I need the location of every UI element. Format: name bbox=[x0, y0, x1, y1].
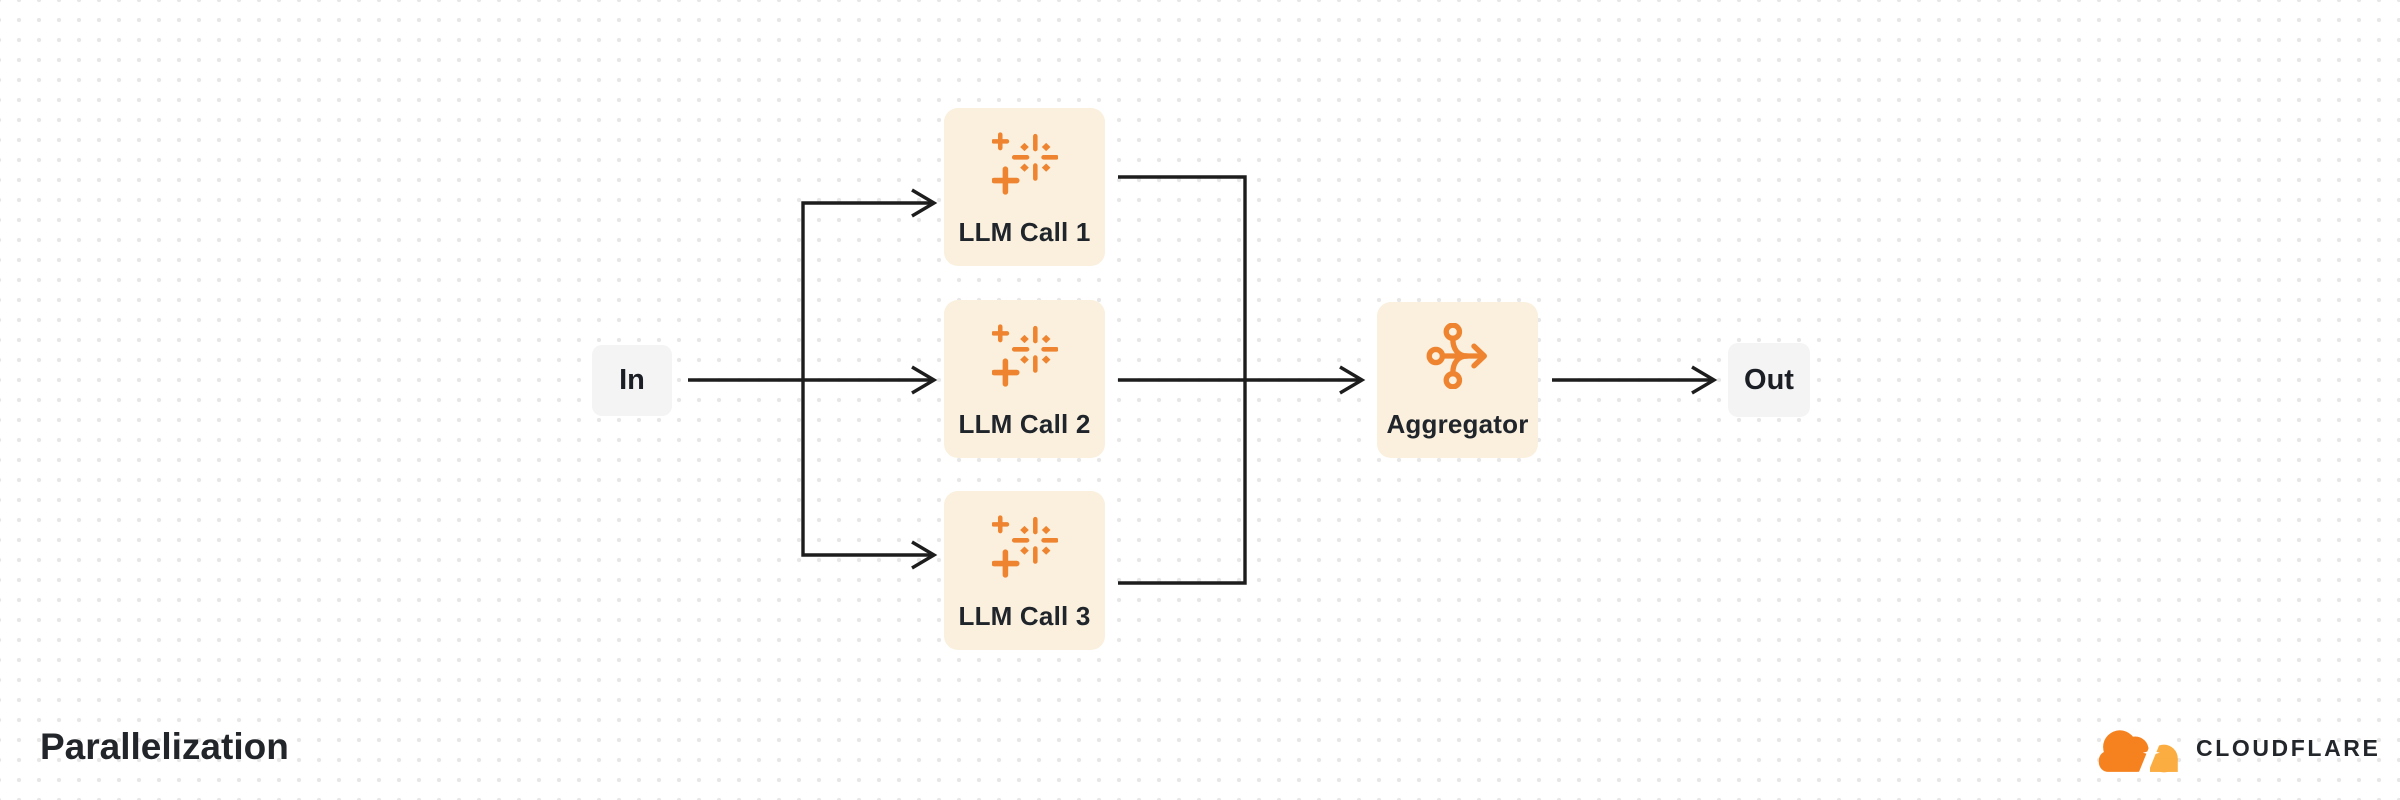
node-llm-call-2: LLM Call 2 bbox=[944, 300, 1105, 458]
arrowhead-aggregator bbox=[1339, 365, 1366, 395]
sparkle-icon bbox=[992, 322, 1058, 388]
aggregator-icon-area bbox=[1377, 302, 1538, 409]
llm-call-2-icon-area bbox=[944, 300, 1105, 409]
node-llm-call-3: LLM Call 3 bbox=[944, 491, 1105, 650]
node-llm-call-1: LLM Call 1 bbox=[944, 108, 1105, 266]
merge-icon bbox=[1425, 323, 1491, 389]
cloudflare-logo: CLOUDFLARE bbox=[2094, 722, 2380, 774]
cloudflare-wordmark: CLOUDFLARE bbox=[2196, 734, 2381, 761]
arrowhead-llm2 bbox=[911, 365, 938, 395]
node-in-label: In bbox=[619, 364, 645, 396]
llm-call-1-icon-area bbox=[944, 108, 1105, 217]
node-llm-call-3-label: LLM Call 3 bbox=[958, 601, 1091, 631]
node-llm-call-1-label: LLM Call 1 bbox=[958, 217, 1091, 247]
sparkle-icon bbox=[992, 513, 1058, 579]
node-aggregator: Aggregator bbox=[1377, 302, 1538, 458]
node-in: In bbox=[592, 345, 672, 416]
arrowhead-llm1 bbox=[911, 188, 938, 218]
cloudflare-cloud-icon bbox=[2098, 725, 2178, 773]
node-llm-call-2-label: LLM Call 2 bbox=[958, 409, 1091, 439]
node-out: Out bbox=[1728, 343, 1810, 417]
arrowhead-out bbox=[1691, 365, 1718, 395]
diagram-title: Parallelization bbox=[40, 726, 289, 767]
arrowhead-llm3 bbox=[911, 540, 938, 570]
edge-branch-bracket bbox=[801, 201, 931, 557]
node-out-label: Out bbox=[1744, 363, 1794, 396]
node-aggregator-label: Aggregator bbox=[1386, 409, 1529, 439]
llm-call-3-icon-area bbox=[944, 491, 1105, 601]
sparkle-icon bbox=[992, 130, 1058, 196]
